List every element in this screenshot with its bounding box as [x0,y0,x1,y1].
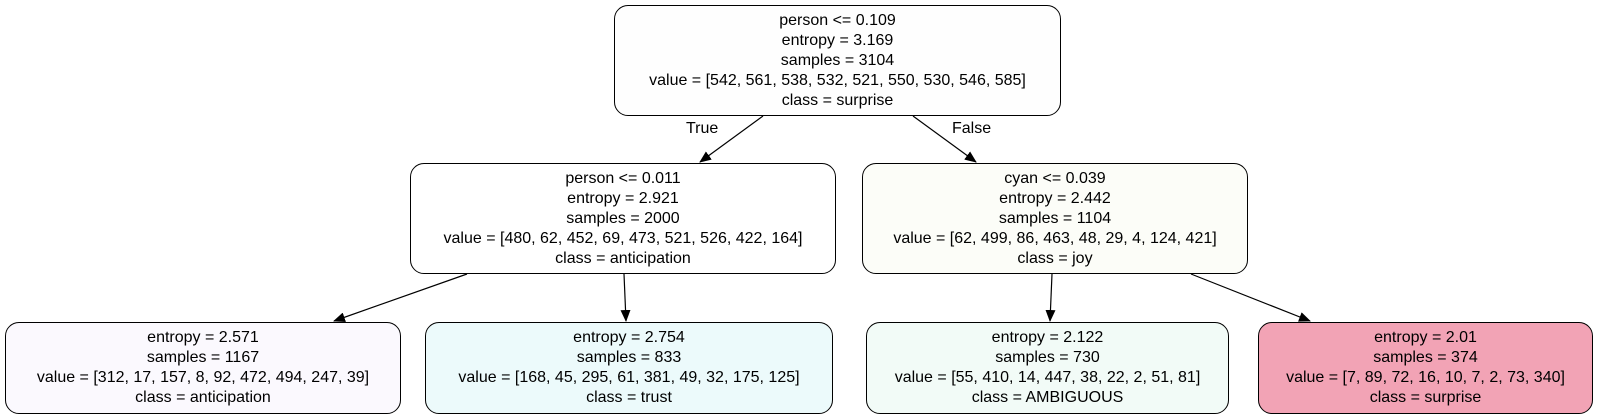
node-split-condition: person <= 0.109 [779,11,896,29]
edge-left-to-leaf-1 [333,273,468,323]
node-samples: samples = 3104 [780,51,895,69]
tree-node-left: person <= 0.011 entropy = 2.921 samples … [410,163,836,274]
node-entropy: entropy = 2.122 [991,329,1104,346]
node-entropy: entropy = 2.754 [573,329,685,346]
node-entropy: entropy = 3.169 [781,31,894,49]
node-entropy: entropy = 2.571 [147,329,259,346]
edge-root-to-right [912,115,977,163]
node-samples: samples = 374 [1373,349,1478,366]
node-split-condition: person <= 0.011 [565,169,681,187]
edge-label-false: False [952,120,992,137]
node-class: class = anticipation [135,389,271,406]
node-class: class = surprise [781,91,894,109]
node-entropy: entropy = 2.442 [999,189,1111,207]
node-value: value = [312, 17, 157, 8, 92, 472, 494, … [36,369,370,386]
node-samples: samples = 730 [995,349,1100,366]
node-samples: samples = 1104 [998,209,1112,227]
edge-root-to-left [699,115,764,163]
node-value: value = [62, 499, 86, 463, 48, 29, 4, 12… [893,229,1217,247]
node-value: value = [542, 561, 538, 532, 521, 550, 5… [649,71,1026,89]
edge-right-to-leaf-4 [1190,273,1311,322]
node-class: class = AMBIGUOUS [971,389,1124,406]
node-class: class = anticipation [555,249,691,267]
node-value: value = [480, 62, 452, 69, 473, 521, 526… [443,229,803,247]
node-samples: samples = 2000 [566,209,680,227]
node-value: value = [55, 410, 14, 447, 38, 22, 2, 51… [894,369,1201,386]
edge-label-true: True [686,120,719,137]
node-entropy: entropy = 2.921 [567,189,679,207]
tree-leaf-4: entropy = 2.01 samples = 374 value = [7,… [1258,322,1593,414]
tree-leaf-1: entropy = 2.571 samples = 1167 value = [… [5,322,401,414]
node-value: value = [7, 89, 72, 16, 10, 7, 2, 73, 34… [1286,369,1565,386]
tree-leaf-2: entropy = 2.754 samples = 833 value = [1… [425,322,833,414]
tree-node-root: person <= 0.109 entropy = 3.169 samples … [614,5,1061,116]
edge-left-to-leaf-2 [620,273,631,322]
node-samples: samples = 833 [576,349,682,366]
node-value: value = [168, 45, 295, 61, 381, 49, 32, … [458,369,800,386]
node-class: class = joy [1017,249,1093,267]
node-samples: samples = 1167 [146,349,260,366]
node-class: class = trust [586,389,672,406]
tree-node-right: cyan <= 0.039 entropy = 2.442 samples = … [862,163,1248,274]
edge-right-to-leaf-3 [1045,273,1056,322]
node-entropy: entropy = 2.01 [1374,329,1477,346]
node-class: class = surprise [1369,389,1482,406]
tree-leaf-3: entropy = 2.122 samples = 730 value = [5… [866,322,1229,414]
node-split-condition: cyan <= 0.039 [1004,169,1106,187]
